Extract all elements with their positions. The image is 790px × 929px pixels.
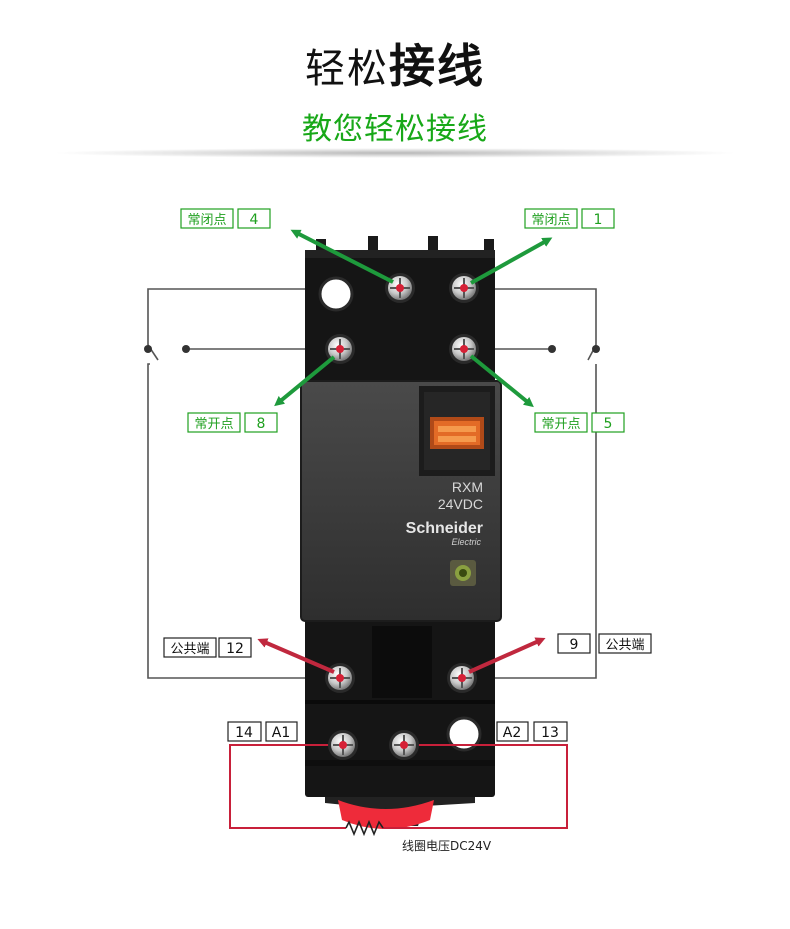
label-no-right-number: 5 bbox=[604, 416, 613, 432]
label-no-right-text: 常开点 bbox=[541, 417, 580, 432]
brand-sub: Electric bbox=[451, 537, 481, 547]
arrow-no-left bbox=[274, 355, 336, 407]
screw-com-left bbox=[325, 663, 355, 693]
label-com-right-text: 公共端 bbox=[605, 638, 644, 653]
contact-wiring bbox=[147, 288, 597, 679]
title-bold: 接线 bbox=[389, 39, 485, 93]
label-nc-left-text: 常闭点 bbox=[187, 213, 226, 228]
label-no-left-text: 常开点 bbox=[194, 417, 233, 432]
screw-com-right bbox=[447, 663, 477, 693]
coil-wiring bbox=[229, 744, 568, 829]
label-com-right: 9 公共端 bbox=[557, 633, 652, 654]
contact-dots bbox=[144, 345, 600, 353]
label-coil-a1: 14 A1 bbox=[227, 721, 298, 742]
label-nc-left-number: 4 bbox=[250, 212, 259, 228]
page-subtitle: 教您轻松接线 bbox=[302, 112, 488, 147]
arrow-com-left bbox=[257, 638, 335, 674]
green-arrows bbox=[274, 229, 553, 408]
red-arrows bbox=[257, 637, 546, 674]
arrow-com-right bbox=[468, 637, 546, 674]
coil-voltage-note: 线圈电压DC24V bbox=[402, 839, 492, 853]
label-nc-right-text: 常闭点 bbox=[531, 213, 570, 228]
label-coil-a2-text: A2 bbox=[503, 725, 521, 741]
label-coil-a2-number: 13 bbox=[541, 725, 559, 741]
relay-model: RXM bbox=[452, 479, 483, 495]
screw-coil-a1 bbox=[328, 730, 358, 760]
arrow-no-right bbox=[469, 354, 534, 408]
label-com-left-text: 公共端 bbox=[170, 642, 209, 657]
brand-name: Schneider bbox=[406, 520, 483, 537]
label-nc-left: 常闭点 4 bbox=[180, 208, 271, 229]
label-nc-right-number: 1 bbox=[594, 212, 603, 228]
label-coil-a1-text: A1 bbox=[272, 725, 290, 741]
label-coil-a1-number: 14 bbox=[235, 725, 253, 741]
page-title: 轻松接线 bbox=[0, 30, 790, 96]
screw-no-left bbox=[325, 334, 355, 364]
divider-shadow bbox=[50, 148, 740, 158]
label-nc-right: 常闭点 1 bbox=[524, 208, 615, 229]
label-no-left-number: 8 bbox=[257, 416, 266, 432]
arrow-nc-left bbox=[290, 229, 394, 284]
relay-module bbox=[300, 380, 502, 622]
terminal-screws bbox=[325, 273, 479, 760]
label-com-left: 公共端 12 bbox=[163, 637, 252, 658]
relay-voltage: 24VDC bbox=[438, 496, 483, 512]
screw-nc-left bbox=[385, 273, 415, 303]
title-light: 轻松 bbox=[305, 46, 389, 92]
label-coil-a2: A2 13 bbox=[496, 721, 568, 742]
heading: 轻松接线 教您轻松接线 bbox=[0, 0, 790, 160]
screw-nc-right bbox=[449, 273, 479, 303]
label-com-left-number: 12 bbox=[226, 641, 244, 657]
screw-coil-a2 bbox=[389, 730, 419, 760]
coil-resistor-icon bbox=[345, 819, 384, 837]
label-no-left: 常开点 8 bbox=[187, 412, 278, 433]
arrow-nc-right bbox=[470, 237, 553, 285]
label-com-right-number: 9 bbox=[570, 637, 579, 653]
label-no-right: 常开点 5 bbox=[534, 412, 625, 433]
